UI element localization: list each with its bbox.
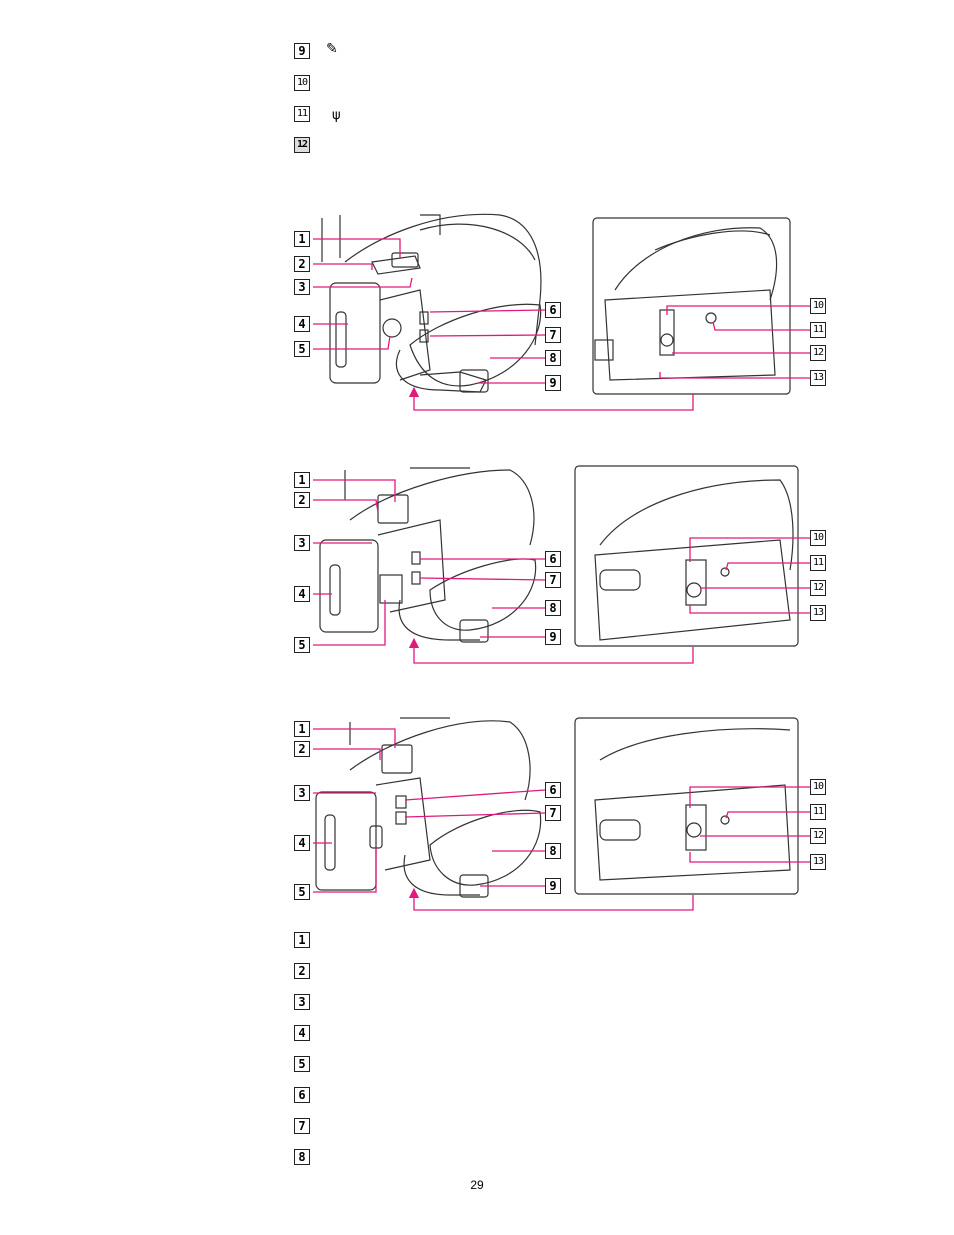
usb-icon: ψ: [332, 108, 341, 123]
battery-pack: [315, 791, 377, 891]
callout-label: 11: [810, 322, 826, 338]
callout-label: 2: [294, 256, 310, 272]
zoom-lever: [377, 494, 409, 524]
callout-label: 8: [545, 350, 561, 366]
callout-label: 5: [294, 341, 310, 357]
callout-label: 10: [810, 530, 826, 546]
battery-pack: [329, 282, 381, 384]
item-number-box: 4: [294, 1025, 310, 1041]
callout-label: 9: [545, 878, 561, 894]
callout-label: 13: [810, 854, 826, 870]
callout-label: 10: [810, 298, 826, 314]
callout-label: 12: [810, 580, 826, 596]
callout-label: 7: [545, 572, 561, 588]
callout-label: 3: [294, 785, 310, 801]
zoom-lever: [391, 252, 419, 268]
item-number-box: 1: [294, 932, 310, 948]
item-number-box: 8: [294, 1149, 310, 1165]
callout-label: 1: [294, 231, 310, 247]
callout-label: 8: [545, 600, 561, 616]
callout-label: 9: [545, 629, 561, 645]
callout-label: 13: [810, 370, 826, 386]
item-number-box: 11: [294, 106, 310, 122]
callout-label: 3: [294, 535, 310, 551]
record-button: [382, 318, 402, 338]
callout-label: 12: [810, 828, 826, 844]
callout-label: 8: [545, 843, 561, 859]
callout-label: 2: [294, 492, 310, 508]
figure-3: [315, 717, 799, 898]
item-number-box: 12: [294, 137, 310, 153]
item-number-box: 6: [294, 1087, 310, 1103]
callout-label: 6: [545, 302, 561, 318]
figure-1: [321, 213, 791, 395]
pencil-icon: ✎: [326, 41, 338, 57]
zoom-lever: [381, 744, 413, 774]
callout-label: 13: [810, 605, 826, 621]
callout-label: 12: [810, 345, 826, 361]
callout-label: 11: [810, 804, 826, 820]
callout-label: 6: [545, 551, 561, 567]
item-number-box: 9: [294, 43, 310, 59]
battery-pack: [319, 539, 379, 633]
callout-label: 7: [545, 805, 561, 821]
callout-label: 4: [294, 835, 310, 851]
grip-belt: [429, 809, 542, 886]
callout-label: 4: [294, 586, 310, 602]
callout-label: 3: [294, 279, 310, 295]
page-number: 29: [470, 1178, 484, 1192]
item-number-box: 2: [294, 963, 310, 979]
record-button: [379, 574, 403, 604]
item-number-box: 3: [294, 994, 310, 1010]
callout-label: 11: [810, 555, 826, 571]
callout-label: 4: [294, 316, 310, 332]
callout-label: 6: [545, 782, 561, 798]
callout-label: 5: [294, 884, 310, 900]
item-number-box: 5: [294, 1056, 310, 1072]
callout-label: 5: [294, 637, 310, 653]
callout-label: 7: [545, 327, 561, 343]
item-number-box: 7: [294, 1118, 310, 1134]
callout-label: 1: [294, 472, 310, 488]
grip-belt: [429, 558, 537, 631]
figure-2: [319, 465, 799, 647]
callout-label: 9: [545, 375, 561, 391]
callout-label: 1: [294, 721, 310, 737]
item-number-box: 10: [294, 75, 310, 91]
grip-belt: [409, 303, 542, 387]
callout-label: 10: [810, 779, 826, 795]
callout-label: 2: [294, 741, 310, 757]
